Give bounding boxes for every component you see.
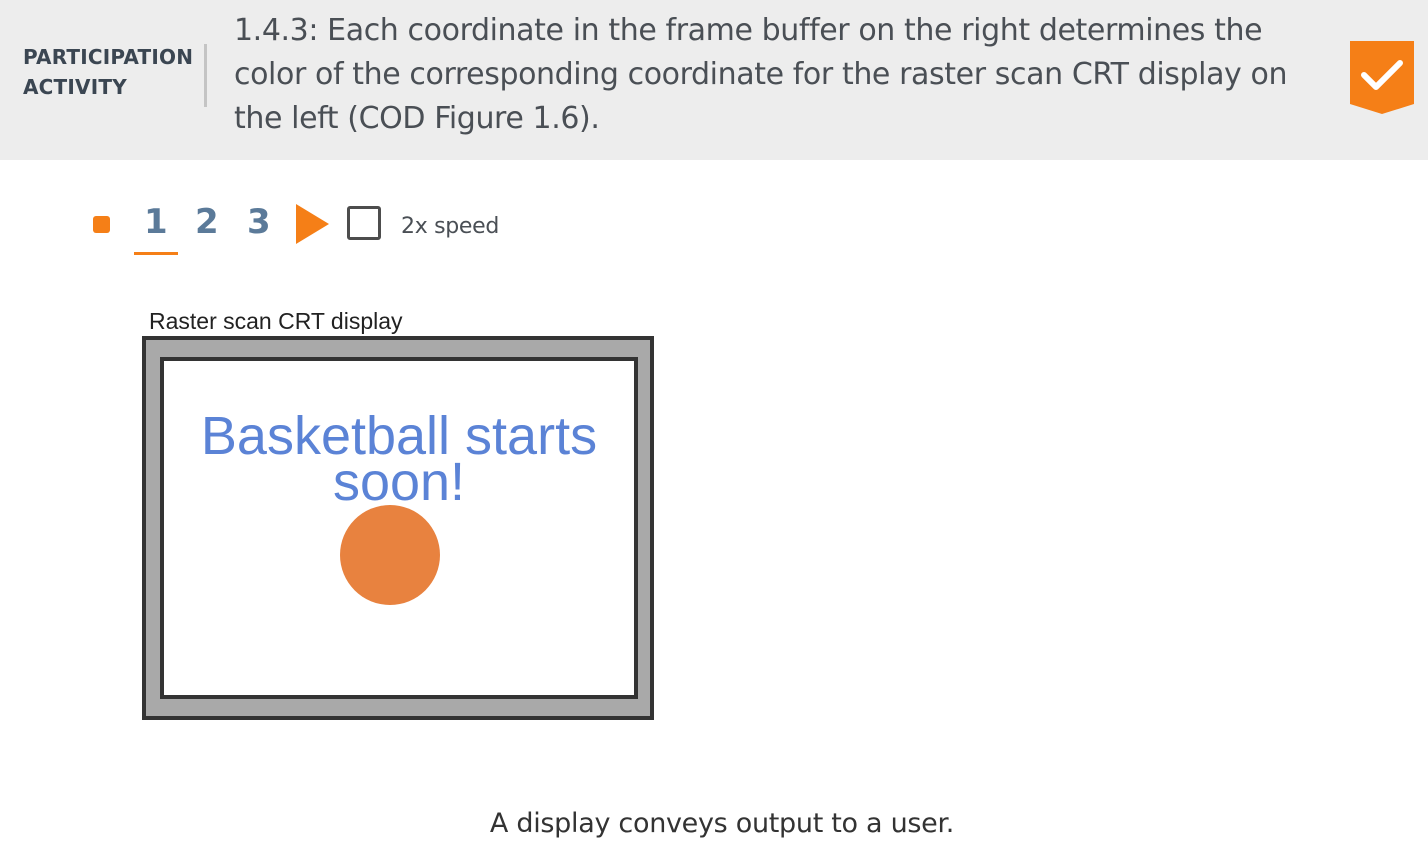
crt-display-frame: Basketball starts soon! <box>142 336 654 720</box>
animation-caption: A display conveys output to a user. <box>489 808 955 839</box>
activity-label-line1: PARTICIPATION <box>23 45 194 69</box>
screen-message: Basketball starts soon! <box>200 406 598 512</box>
activity-label-line2: ACTIVITY <box>23 75 127 99</box>
animation-controls: 1 2 3 2x speed <box>0 180 600 270</box>
stop-icon[interactable] <box>93 216 110 233</box>
speed-checkbox[interactable] <box>347 206 381 240</box>
activity-title: 1.4.3: Each coordinate in the frame buff… <box>234 13 1288 136</box>
play-icon[interactable] <box>296 204 329 244</box>
speed-label: 2x speed <box>401 214 500 239</box>
basketball-shape <box>340 505 440 605</box>
step-2-button[interactable]: 2 <box>195 202 219 242</box>
active-step-indicator <box>134 252 178 255</box>
activity-header: PARTICIPATION ACTIVITY 1.4.3: Each coord… <box>0 0 1428 160</box>
activity-type-label: PARTICIPATION ACTIVITY <box>23 42 193 102</box>
step-3-button[interactable]: 3 <box>247 202 271 242</box>
checkmark-icon <box>1350 41 1414 114</box>
crt-screen: Basketball starts soon! <box>160 357 638 699</box>
step-1-button[interactable]: 1 <box>144 202 168 242</box>
header-divider <box>204 44 207 107</box>
crt-display-label: Raster scan CRT display <box>149 308 403 334</box>
